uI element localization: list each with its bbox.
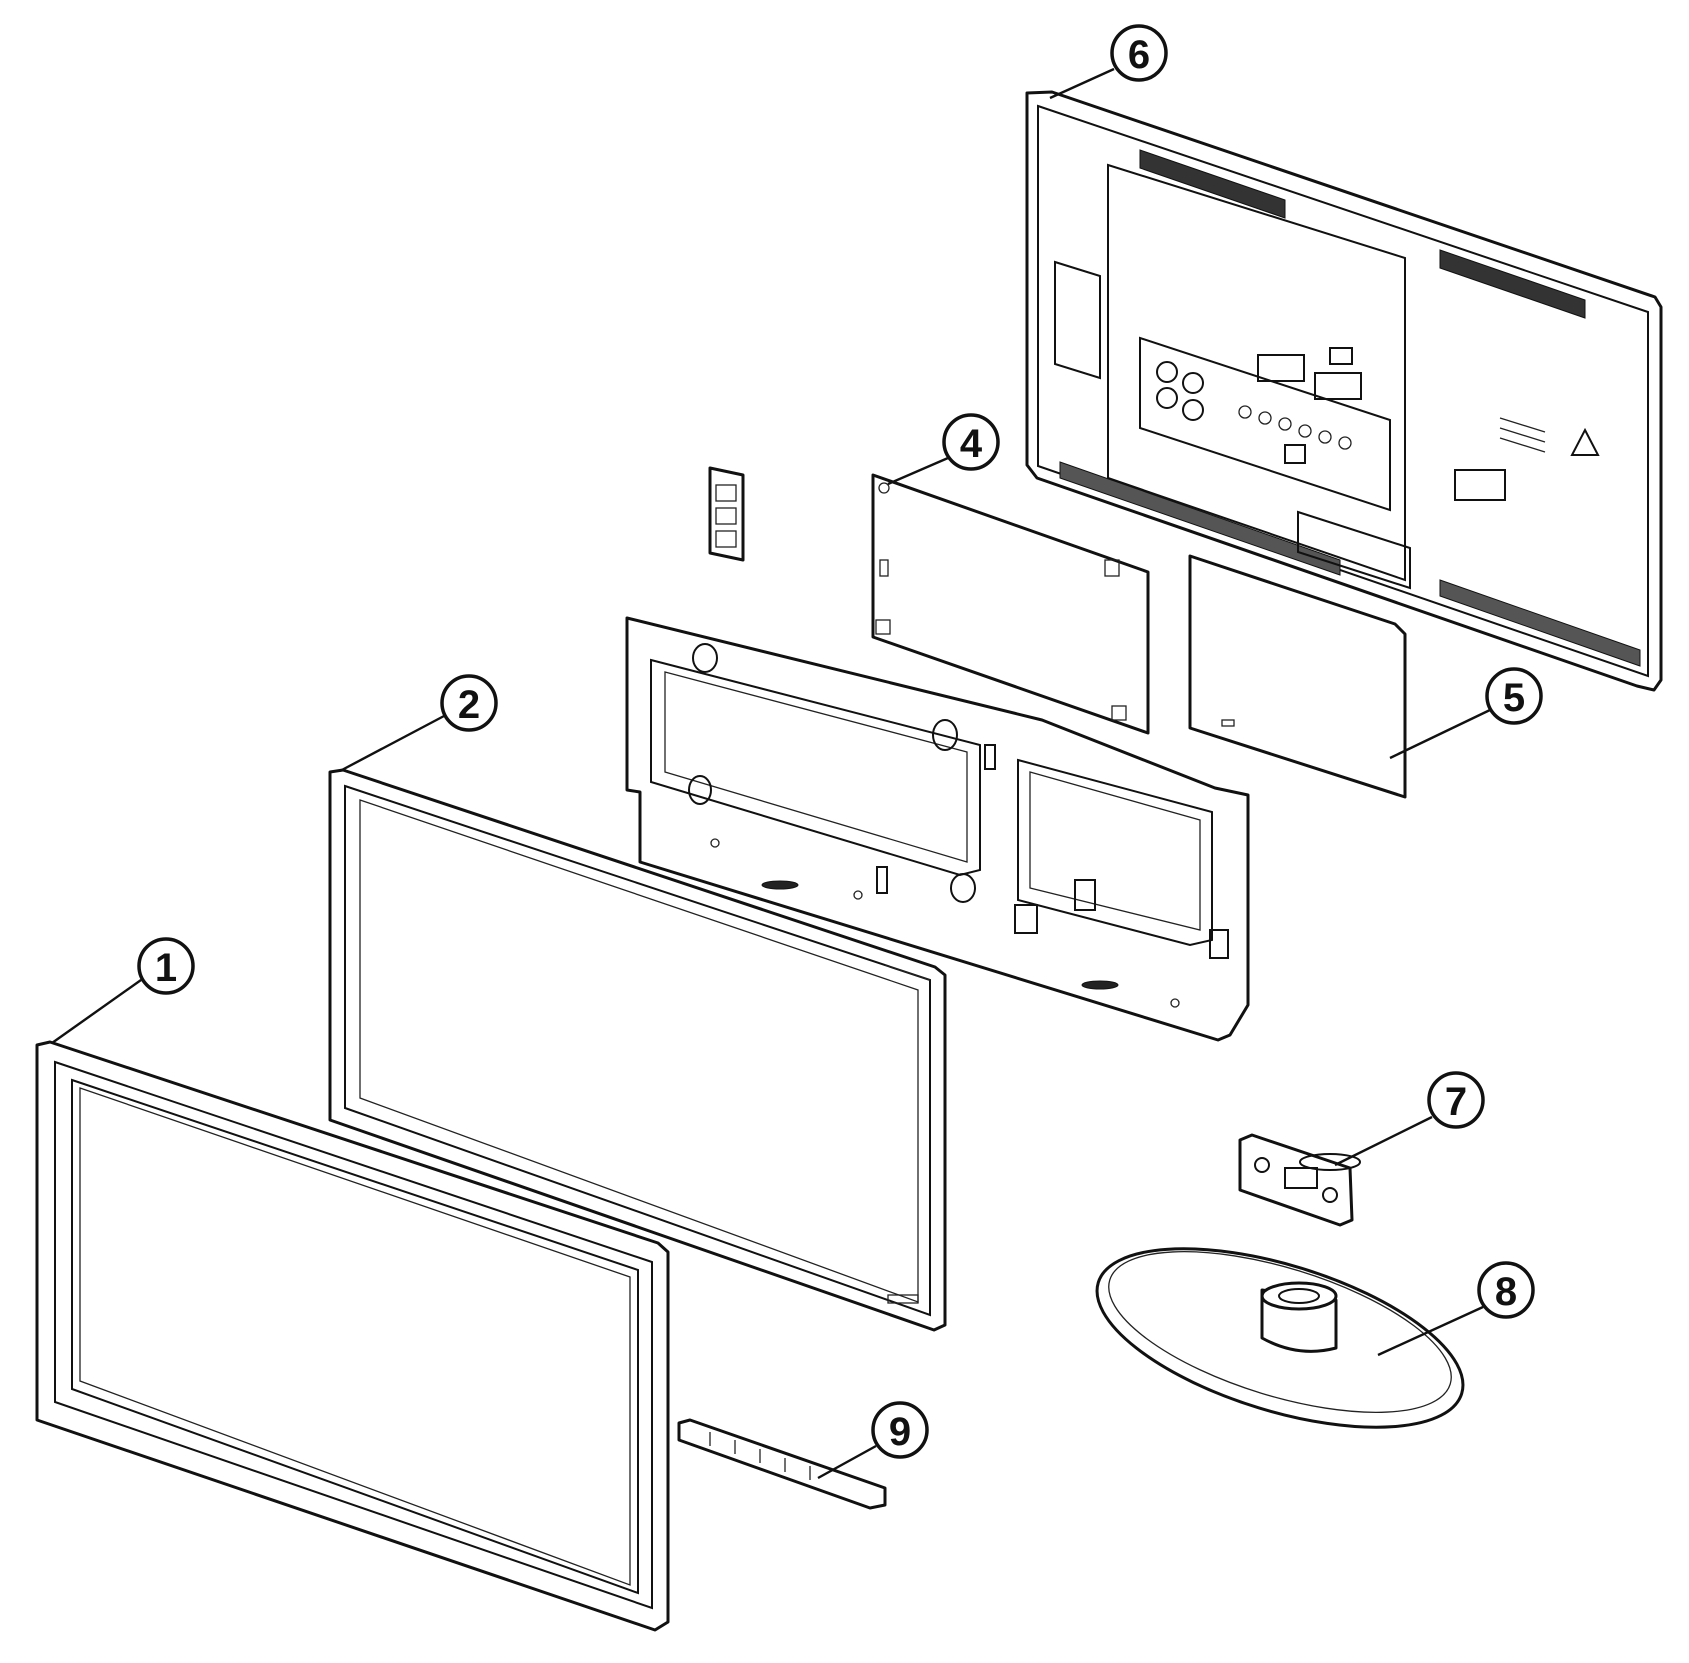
- callout-8: 8: [1477, 1261, 1535, 1319]
- part-2-lcd-panel: [328, 768, 947, 1332]
- leader-lines: [51, 67, 1491, 1480]
- callout-7: 7: [1427, 1071, 1485, 1129]
- callout-2: 2: [440, 674, 498, 732]
- callout-7-label: 7: [1445, 1080, 1467, 1124]
- part-9-key-board: [677, 1418, 887, 1510]
- part-6-rear-cover: [1025, 90, 1663, 692]
- callout-4: 4: [942, 413, 1000, 471]
- callout-8-label: 8: [1495, 1270, 1517, 1314]
- part-7-stand-bracket: [1238, 1133, 1361, 1227]
- part-4-main-board: [871, 473, 1150, 735]
- part-8-stand-base: [1095, 1247, 1465, 1429]
- callout-9: 9: [871, 1401, 929, 1459]
- callout-9-label: 9: [889, 1410, 911, 1454]
- callout-6: 6: [1110, 24, 1168, 82]
- callout-5-label: 5: [1503, 676, 1525, 720]
- callout-2-label: 2: [458, 683, 480, 727]
- part-1-front-bezel: [35, 1040, 670, 1632]
- callout-1-label: 1: [155, 946, 177, 990]
- callout-1: 1: [137, 937, 195, 995]
- callout-5: 5: [1485, 667, 1543, 725]
- callout-4-label: 4: [960, 422, 983, 466]
- callout-6-label: 6: [1128, 33, 1150, 77]
- chassis-frame: [625, 616, 1250, 1042]
- part-5-power-board: [1188, 554, 1407, 799]
- bracket-clip: [708, 466, 745, 562]
